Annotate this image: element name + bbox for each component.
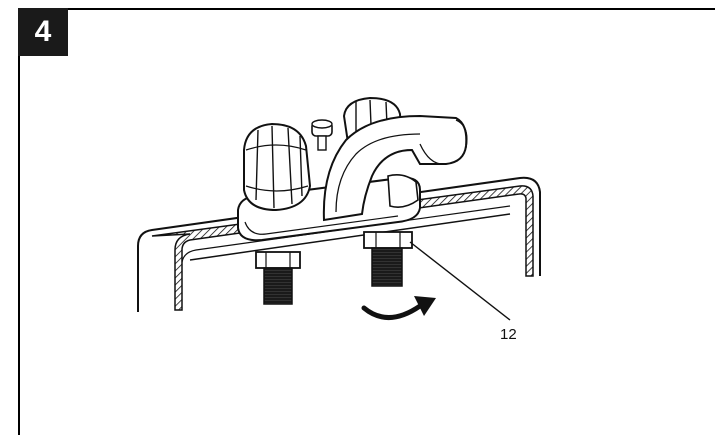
- mounting-nut: [363, 231, 413, 287]
- faucet: [237, 96, 468, 242]
- frame-top-border: [18, 8, 715, 10]
- frame-left-border: [18, 8, 20, 435]
- spout: [322, 114, 468, 222]
- callout-leader-line: [409, 241, 511, 321]
- left-shank: [255, 251, 301, 305]
- lift-rod: [311, 119, 333, 151]
- left-handle: [243, 122, 312, 212]
- callout-label-12: 12: [500, 326, 517, 343]
- curved-arrow-icon: [361, 296, 436, 320]
- step-number-badge: 4: [18, 8, 68, 56]
